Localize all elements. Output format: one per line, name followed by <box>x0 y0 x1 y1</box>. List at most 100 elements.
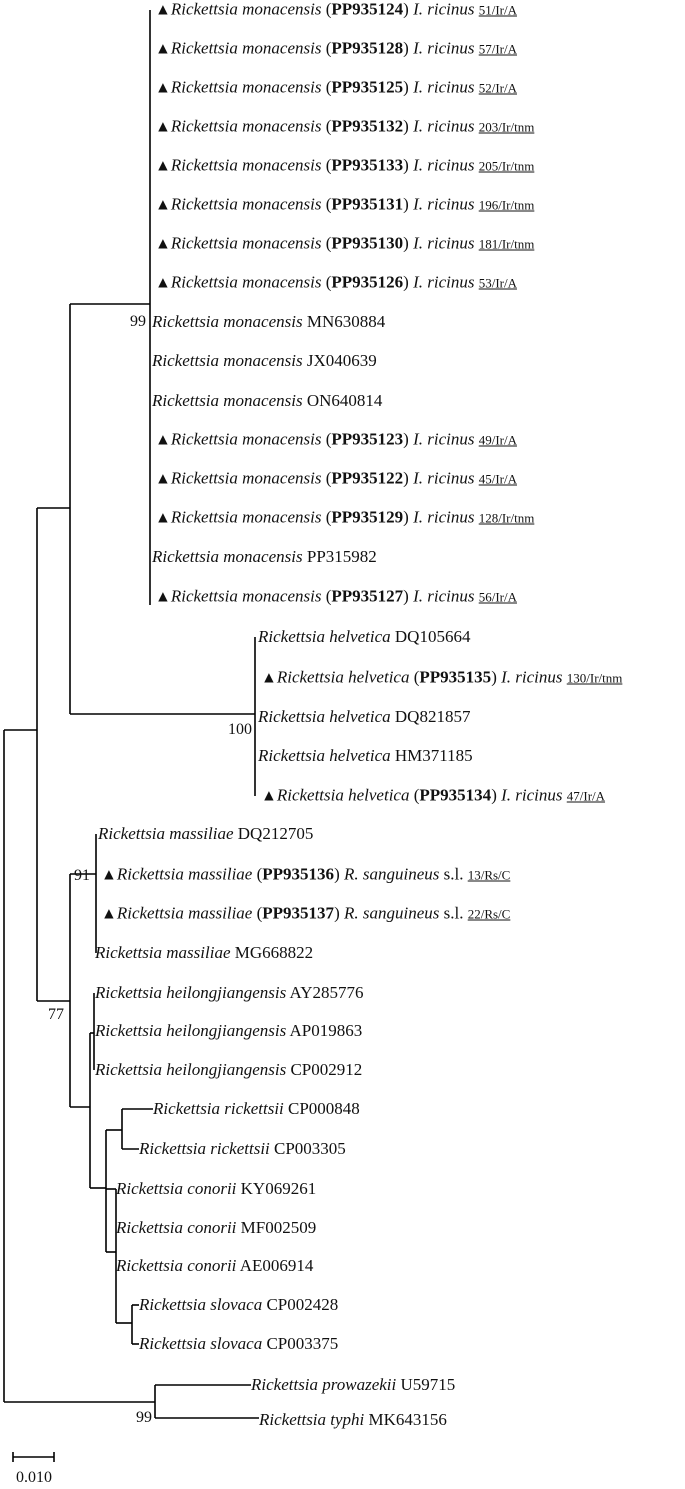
accession-number: PP935126 <box>331 272 404 292</box>
triangle-marker-icon: ▲ <box>155 157 171 175</box>
species-name: Rickettsia monacensis <box>170 155 322 175</box>
accession-number: PP935130 <box>331 233 404 253</box>
species-name: Rickettsia monacensis <box>170 507 322 527</box>
taxon-label: Rickettsia helvetica DQ821857 <box>258 707 470 727</box>
species-name: Rickettsia monacensis <box>152 312 303 331</box>
triangle-marker-icon: ▲ <box>261 669 277 687</box>
triangle-marker-icon: ▲ <box>155 196 171 214</box>
sample-code: 128/Ir/tnm <box>478 510 535 526</box>
species-name: Rickettsia monacensis <box>170 116 322 136</box>
accession-number: CP002428 <box>266 1295 339 1314</box>
species-name: Rickettsia monacensis <box>152 391 303 410</box>
taxon-label: ▲Rickettsia monacensis (PP935128) I. ric… <box>155 38 517 58</box>
host-suffix: s.l. <box>443 903 464 923</box>
accession-number: PP935131 <box>331 194 404 214</box>
species-name: Rickettsia heilongjiangensis <box>95 1021 287 1040</box>
host-species: I. ricinus <box>413 194 475 214</box>
accession-number: PP935133 <box>331 155 404 175</box>
taxon-label: Rickettsia monacensis MN630884 <box>152 312 385 332</box>
species-name: Rickettsia conorii <box>116 1179 237 1198</box>
bootstrap-value: 91 <box>74 867 90 884</box>
taxon-label: Rickettsia conorii MF002509 <box>116 1218 316 1238</box>
sample-code: 45/Ir/A <box>478 471 517 487</box>
species-name: Rickettsia typhi <box>259 1410 365 1429</box>
accession-number: U59715 <box>400 1375 456 1394</box>
accession-number: PP935127 <box>331 586 404 606</box>
taxon-label: Rickettsia slovaca CP003375 <box>139 1334 338 1354</box>
accession-number: AE006914 <box>239 1256 314 1275</box>
accession-number: JX040639 <box>306 351 377 370</box>
scale-bar-label: 0.010 <box>16 1469 52 1486</box>
species-name: Rickettsia monacensis <box>170 429 322 449</box>
taxon-label: Rickettsia massiliae MG668822 <box>95 943 313 963</box>
accession-number: PP935125 <box>331 77 404 97</box>
host-species: I. ricinus <box>413 77 475 97</box>
triangle-marker-icon: ▲ <box>155 588 171 606</box>
species-name: Rickettsia monacensis <box>170 468 322 488</box>
accession-number: PP935132 <box>331 116 404 136</box>
species-name: Rickettsia massiliae <box>116 903 253 923</box>
species-name: Rickettsia monacensis <box>170 586 322 606</box>
species-name: Rickettsia helvetica <box>258 627 391 646</box>
bootstrap-value: 77 <box>48 1006 64 1023</box>
species-name: Rickettsia heilongjiangensis <box>95 1060 287 1079</box>
host-species: I. ricinus <box>413 507 475 527</box>
taxon-label: ▲Rickettsia helvetica (PP935135) I. rici… <box>261 667 623 687</box>
triangle-marker-icon: ▲ <box>155 509 171 527</box>
triangle-marker-icon: ▲ <box>155 274 171 292</box>
accession-number: KY069261 <box>240 1179 317 1198</box>
species-name: Rickettsia massiliae <box>95 943 231 962</box>
species-name: Rickettsia massiliae <box>98 824 234 843</box>
species-name: Rickettsia monacensis <box>170 77 322 97</box>
species-name: Rickettsia massiliae <box>116 864 253 884</box>
triangle-marker-icon: ▲ <box>101 905 117 923</box>
sample-code: 52/Ir/A <box>478 80 517 96</box>
accession-number: CP003375 <box>266 1334 339 1353</box>
taxon-label: ▲Rickettsia monacensis (PP935126) I. ric… <box>155 272 517 292</box>
accession-number: CP002912 <box>290 1060 363 1079</box>
host-species: I. ricinus <box>413 272 475 292</box>
taxon-label: ▲Rickettsia monacensis (PP935122) I. ric… <box>155 468 517 488</box>
accession-number: PP935136 <box>262 864 335 884</box>
species-name: Rickettsia slovaca <box>139 1295 263 1314</box>
taxon-label: Rickettsia monacensis ON640814 <box>152 391 382 411</box>
taxon-label: Rickettsia conorii AE006914 <box>116 1256 313 1276</box>
accession-number: CP000848 <box>288 1099 360 1118</box>
accession-number: PP935122 <box>331 468 404 488</box>
species-name: Rickettsia monacensis <box>170 0 322 19</box>
triangle-marker-icon: ▲ <box>261 787 277 805</box>
taxon-label: ▲Rickettsia massiliae (PP935137) R. sang… <box>101 903 511 923</box>
accession-number: DQ105664 <box>394 627 471 646</box>
taxon-label: Rickettsia slovaca CP002428 <box>139 1295 338 1315</box>
taxon-label: Rickettsia typhi MK643156 <box>259 1410 447 1430</box>
host-species: I. ricinus <box>413 38 475 58</box>
taxon-label: ▲Rickettsia monacensis (PP935132) I. ric… <box>155 116 535 136</box>
triangle-marker-icon: ▲ <box>155 470 171 488</box>
taxon-label: ▲Rickettsia massiliae (PP935136) R. sang… <box>101 864 511 884</box>
host-species: I. ricinus <box>501 785 563 805</box>
taxon-label: ▲Rickettsia monacensis (PP935133) I. ric… <box>155 155 535 175</box>
accession-number: PP315982 <box>306 547 377 566</box>
species-name: Rickettsia monacensis <box>170 194 322 214</box>
taxon-label: ▲Rickettsia helvetica (PP935134) I. rici… <box>261 785 606 805</box>
taxon-label: Rickettsia heilongjiangensis AY285776 <box>95 983 364 1003</box>
species-name: Rickettsia helvetica <box>258 707 391 726</box>
accession-number: DQ821857 <box>394 707 471 726</box>
species-name: Rickettsia monacensis <box>170 272 322 292</box>
taxon-label: ▲Rickettsia monacensis (PP935131) I. ric… <box>155 194 535 214</box>
taxon-label: ▲Rickettsia monacensis (PP935124) I. ric… <box>155 0 517 19</box>
species-name: Rickettsia monacensis <box>152 351 303 370</box>
sample-code: 53/Ir/A <box>478 275 517 291</box>
triangle-marker-icon: ▲ <box>155 79 171 97</box>
taxon-label: Rickettsia heilongjiangensis AP019863 <box>95 1021 362 1041</box>
species-name: Rickettsia slovaca <box>139 1334 263 1353</box>
taxon-label: ▲Rickettsia monacensis (PP935130) I. ric… <box>155 233 535 253</box>
sample-code: 181/Ir/tnm <box>478 236 535 252</box>
accession-number: CP003305 <box>274 1139 346 1158</box>
species-name: Rickettsia rickettsii <box>153 1099 284 1118</box>
host-species: I. ricinus <box>413 0 475 19</box>
triangle-marker-icon: ▲ <box>155 235 171 253</box>
taxon-label: Rickettsia rickettsii CP003305 <box>139 1139 346 1159</box>
taxon-label: Rickettsia conorii KY069261 <box>116 1179 316 1199</box>
